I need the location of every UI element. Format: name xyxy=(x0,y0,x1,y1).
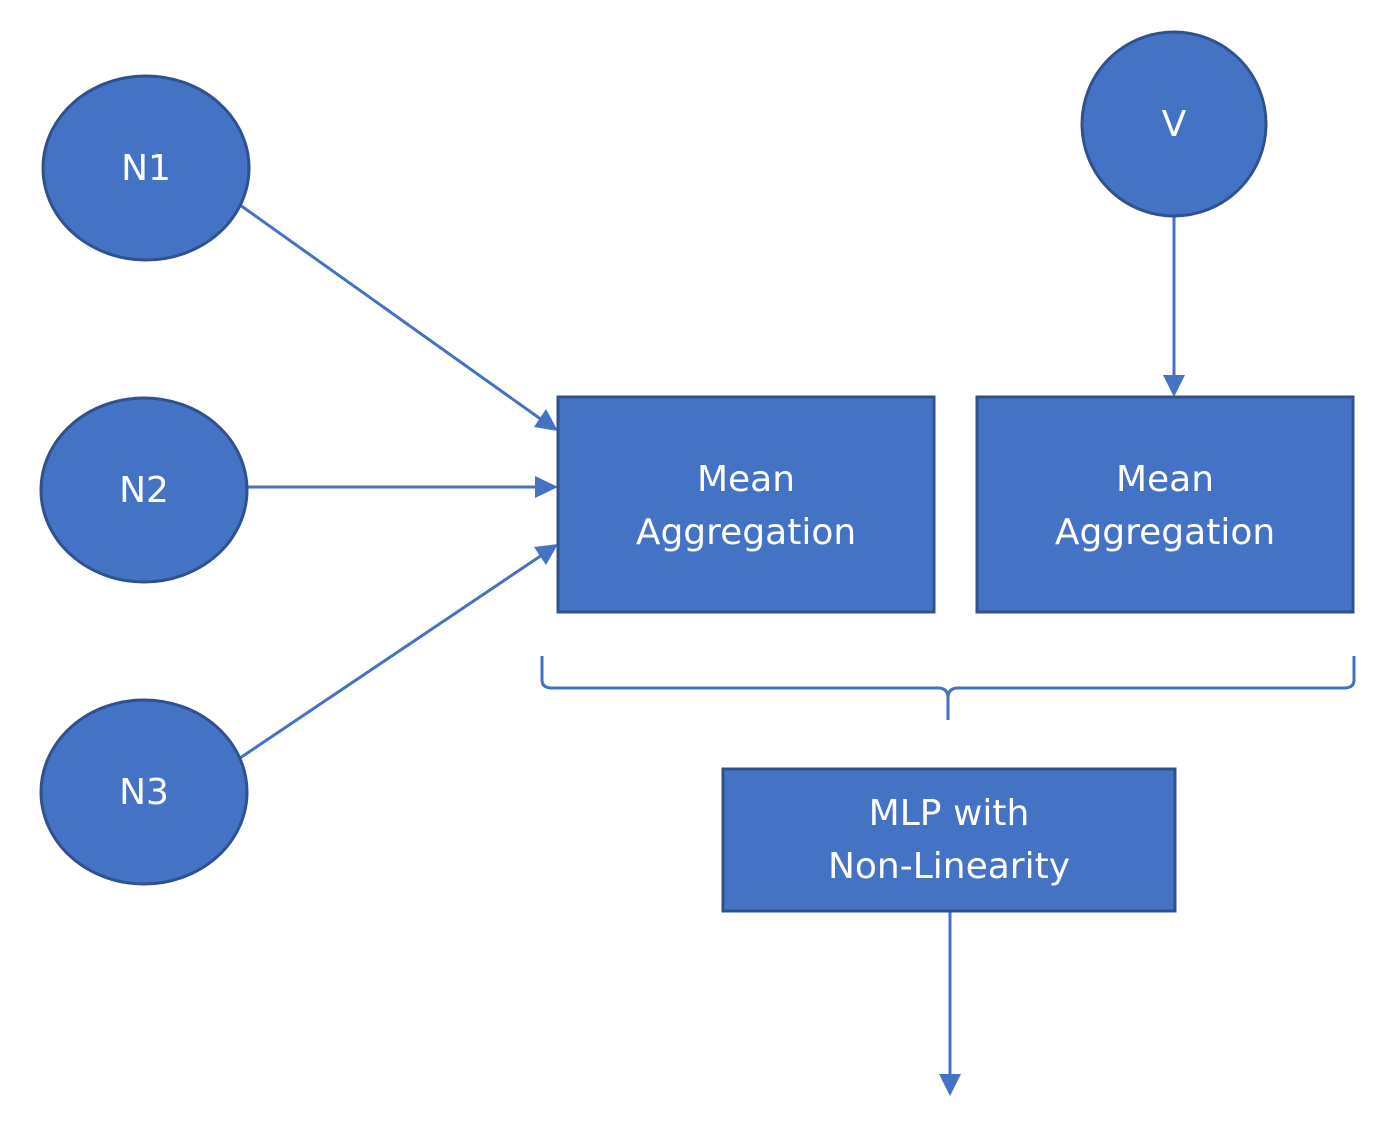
edge-n1-to-aggregation xyxy=(239,203,558,431)
node-v: V xyxy=(1080,30,1268,218)
neighbor-aggregation-line-2: Aggregation xyxy=(636,512,856,553)
node-n3-label: N3 xyxy=(119,772,169,813)
node-n2: N2 xyxy=(39,396,249,584)
self-mean-aggregation-box: Mean Aggregation xyxy=(975,395,1355,614)
node-n2-label: N2 xyxy=(119,470,169,511)
self-aggregation-line-2: Aggregation xyxy=(1055,512,1275,553)
edge-v-to-aggregation xyxy=(1163,216,1185,397)
edge-n2-to-aggregation xyxy=(248,476,558,498)
node-n1-label: N1 xyxy=(121,148,171,189)
neighbor-aggregation-line-1: Mean xyxy=(697,459,795,500)
mlp-line-2: Non-Linearity xyxy=(828,846,1070,887)
edge-mlp-output xyxy=(939,911,961,1096)
self-aggregation-line-1: Mean xyxy=(1116,459,1214,500)
node-n3: N3 xyxy=(39,698,249,886)
concatenation-brace xyxy=(540,656,1356,720)
mlp-line-1: MLP with xyxy=(869,793,1030,834)
node-n1: N1 xyxy=(41,74,251,262)
mlp-box: MLP with Non-Linearity xyxy=(721,767,1177,913)
neighbor-mean-aggregation-box: Mean Aggregation xyxy=(556,395,936,614)
node-v-label: V xyxy=(1162,104,1187,145)
edge-n3-to-aggregation xyxy=(239,544,558,760)
